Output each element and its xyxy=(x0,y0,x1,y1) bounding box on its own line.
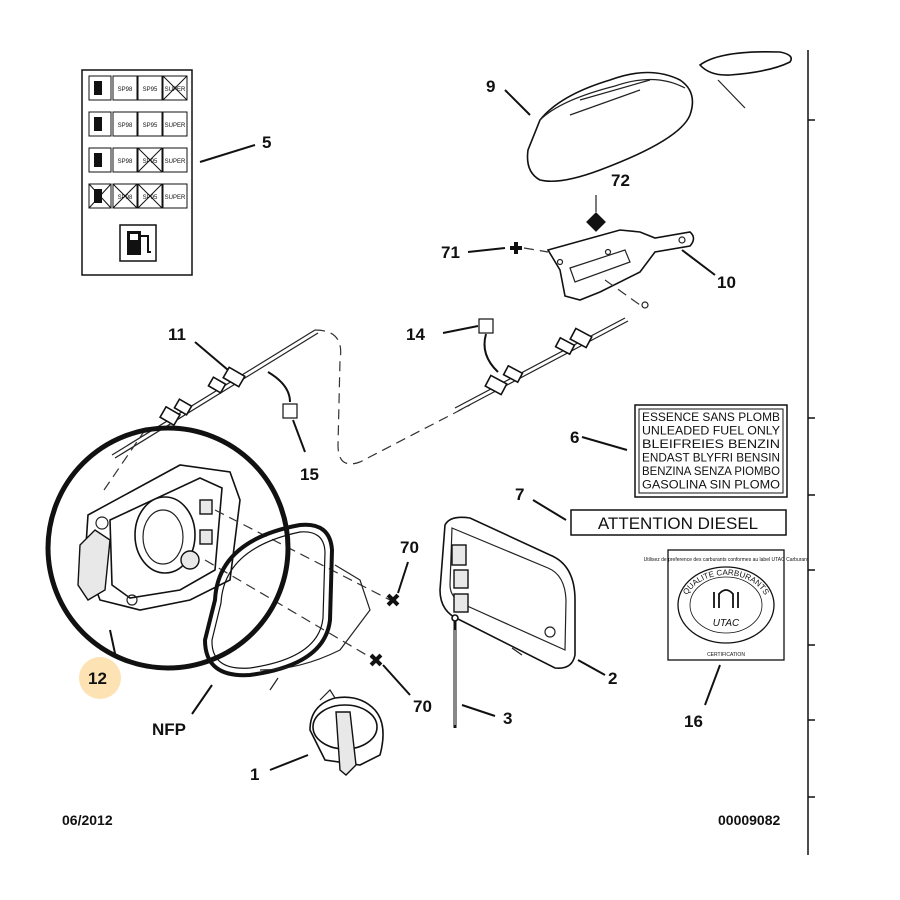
callout-5: 5 xyxy=(262,133,271,152)
fuel-grade-label: SP95 xyxy=(143,159,158,165)
highlight-ring xyxy=(45,425,291,671)
gasket-part-nfp xyxy=(202,522,371,691)
callout-10: 10 xyxy=(717,273,736,292)
rod-part-3 xyxy=(451,614,459,728)
release-cable-part-14 xyxy=(454,317,629,412)
fuel-grade-label: SUPER xyxy=(165,123,186,129)
callout-9: 9 xyxy=(486,77,495,96)
fuel-filler-housing-part-12 xyxy=(77,429,391,661)
fuel-grade-cell xyxy=(137,75,163,101)
callout-12: 12 xyxy=(88,669,107,688)
unleaded-label-line: BENZINA SENZA PIOMBO xyxy=(642,466,780,478)
callout-1: 1 xyxy=(250,765,259,784)
utac-logo-icon xyxy=(713,589,739,608)
footer-date: 06/2012 xyxy=(62,812,113,828)
diesel-warning-label-part-7: ATTENTION DIESEL xyxy=(570,509,787,536)
release-cable-part-11 xyxy=(111,329,471,465)
cross-mark xyxy=(88,183,112,209)
unleaded-label-line: GASOLINA SIN PLOMO xyxy=(642,480,780,492)
callout-70-lower: 70 xyxy=(413,697,432,716)
utac-bottom-text: CERTIFICATION xyxy=(707,652,745,658)
footer-reference: 00009082 xyxy=(718,812,781,828)
fuel-grade-label: SP98 xyxy=(118,87,133,93)
interior-handle-part-9 xyxy=(526,50,793,183)
clip-part-72 xyxy=(586,195,606,232)
unleaded-fuel-label-part-6: ESSENCE SANS PLOMB UNLEADED FUEL ONLYBLEI… xyxy=(634,404,788,498)
right-frame-border xyxy=(807,50,815,855)
cross-mark xyxy=(137,147,163,173)
fuel-grade-label: SP95 xyxy=(143,87,158,93)
fuel-grade-label: SUPER xyxy=(165,159,186,165)
fuel-grade-cell xyxy=(162,183,188,209)
callout-71: 71 xyxy=(441,243,460,262)
callout-6: 6 xyxy=(570,428,579,447)
callout-nfp: NFP xyxy=(152,720,186,739)
fuel-grade-label: SUPER xyxy=(165,195,186,201)
fuel-grade-label: SP95 xyxy=(143,123,158,129)
fuel-grade-cell xyxy=(112,75,138,101)
callout-70-upper: 70 xyxy=(400,538,419,557)
fuel-pump-icon xyxy=(119,224,157,262)
callout-16: 16 xyxy=(684,712,703,731)
callout-11: 11 xyxy=(168,325,186,344)
pump-body-icon xyxy=(94,189,102,203)
pump-body-icon xyxy=(94,81,102,95)
callout-12-highlight xyxy=(79,657,121,699)
fuel-grade-label: SP98 xyxy=(118,159,133,165)
plus-marker-70-upper xyxy=(386,593,400,607)
cross-mark xyxy=(137,183,163,209)
utac-top-text: Utilisez de preference des carburants co… xyxy=(644,557,809,563)
plus-marker-71 xyxy=(510,242,522,254)
fuel-grade-cell xyxy=(112,111,138,137)
callout-14: 14 xyxy=(406,325,425,344)
callout-15: 15 xyxy=(300,465,319,484)
callout-2: 2 xyxy=(608,669,617,688)
fuel-grade-label: SP98 xyxy=(118,195,133,201)
callout-7: 7 xyxy=(515,485,524,504)
diesel-label-text: ATTENTION DIESEL xyxy=(598,514,758,533)
unleaded-label-line: ENDAST BLYFRI BENSIN xyxy=(642,453,780,465)
fuel-flap-part-2 xyxy=(439,516,576,670)
plus-marker-70-lower xyxy=(369,653,383,667)
fuel-grade-label: SP95 xyxy=(143,195,158,201)
pump-body-icon xyxy=(94,153,102,167)
bracket-part-10 xyxy=(546,229,695,309)
fuel-grade-label: SUPER xyxy=(165,87,186,93)
cross-mark xyxy=(162,75,188,101)
unleaded-label-line: BLEIFREIES BENZIN xyxy=(642,439,780,451)
utac-certification-label-part-16: Utilisez de preference des carburants co… xyxy=(644,549,809,661)
cross-mark xyxy=(112,183,138,209)
unleaded-label-line: UNLEADED FUEL ONLY xyxy=(642,426,780,438)
unleaded-label-line: ESSENCE SANS PLOMB xyxy=(642,412,780,424)
fuel-grade-label: SP98 xyxy=(118,123,133,129)
fuel-grade-cell xyxy=(137,111,163,137)
fuel-cap-part-1 xyxy=(309,689,384,776)
fuel-grade-cell xyxy=(112,147,138,173)
fuel-grade-cell xyxy=(162,111,188,137)
callout-3: 3 xyxy=(503,709,512,728)
callout-72: 72 xyxy=(611,171,630,190)
pump-body-icon xyxy=(94,117,102,131)
fuel-grade-cell xyxy=(162,147,188,173)
utac-center-text: UTAC xyxy=(713,618,740,629)
box-marker-15 xyxy=(267,371,306,453)
